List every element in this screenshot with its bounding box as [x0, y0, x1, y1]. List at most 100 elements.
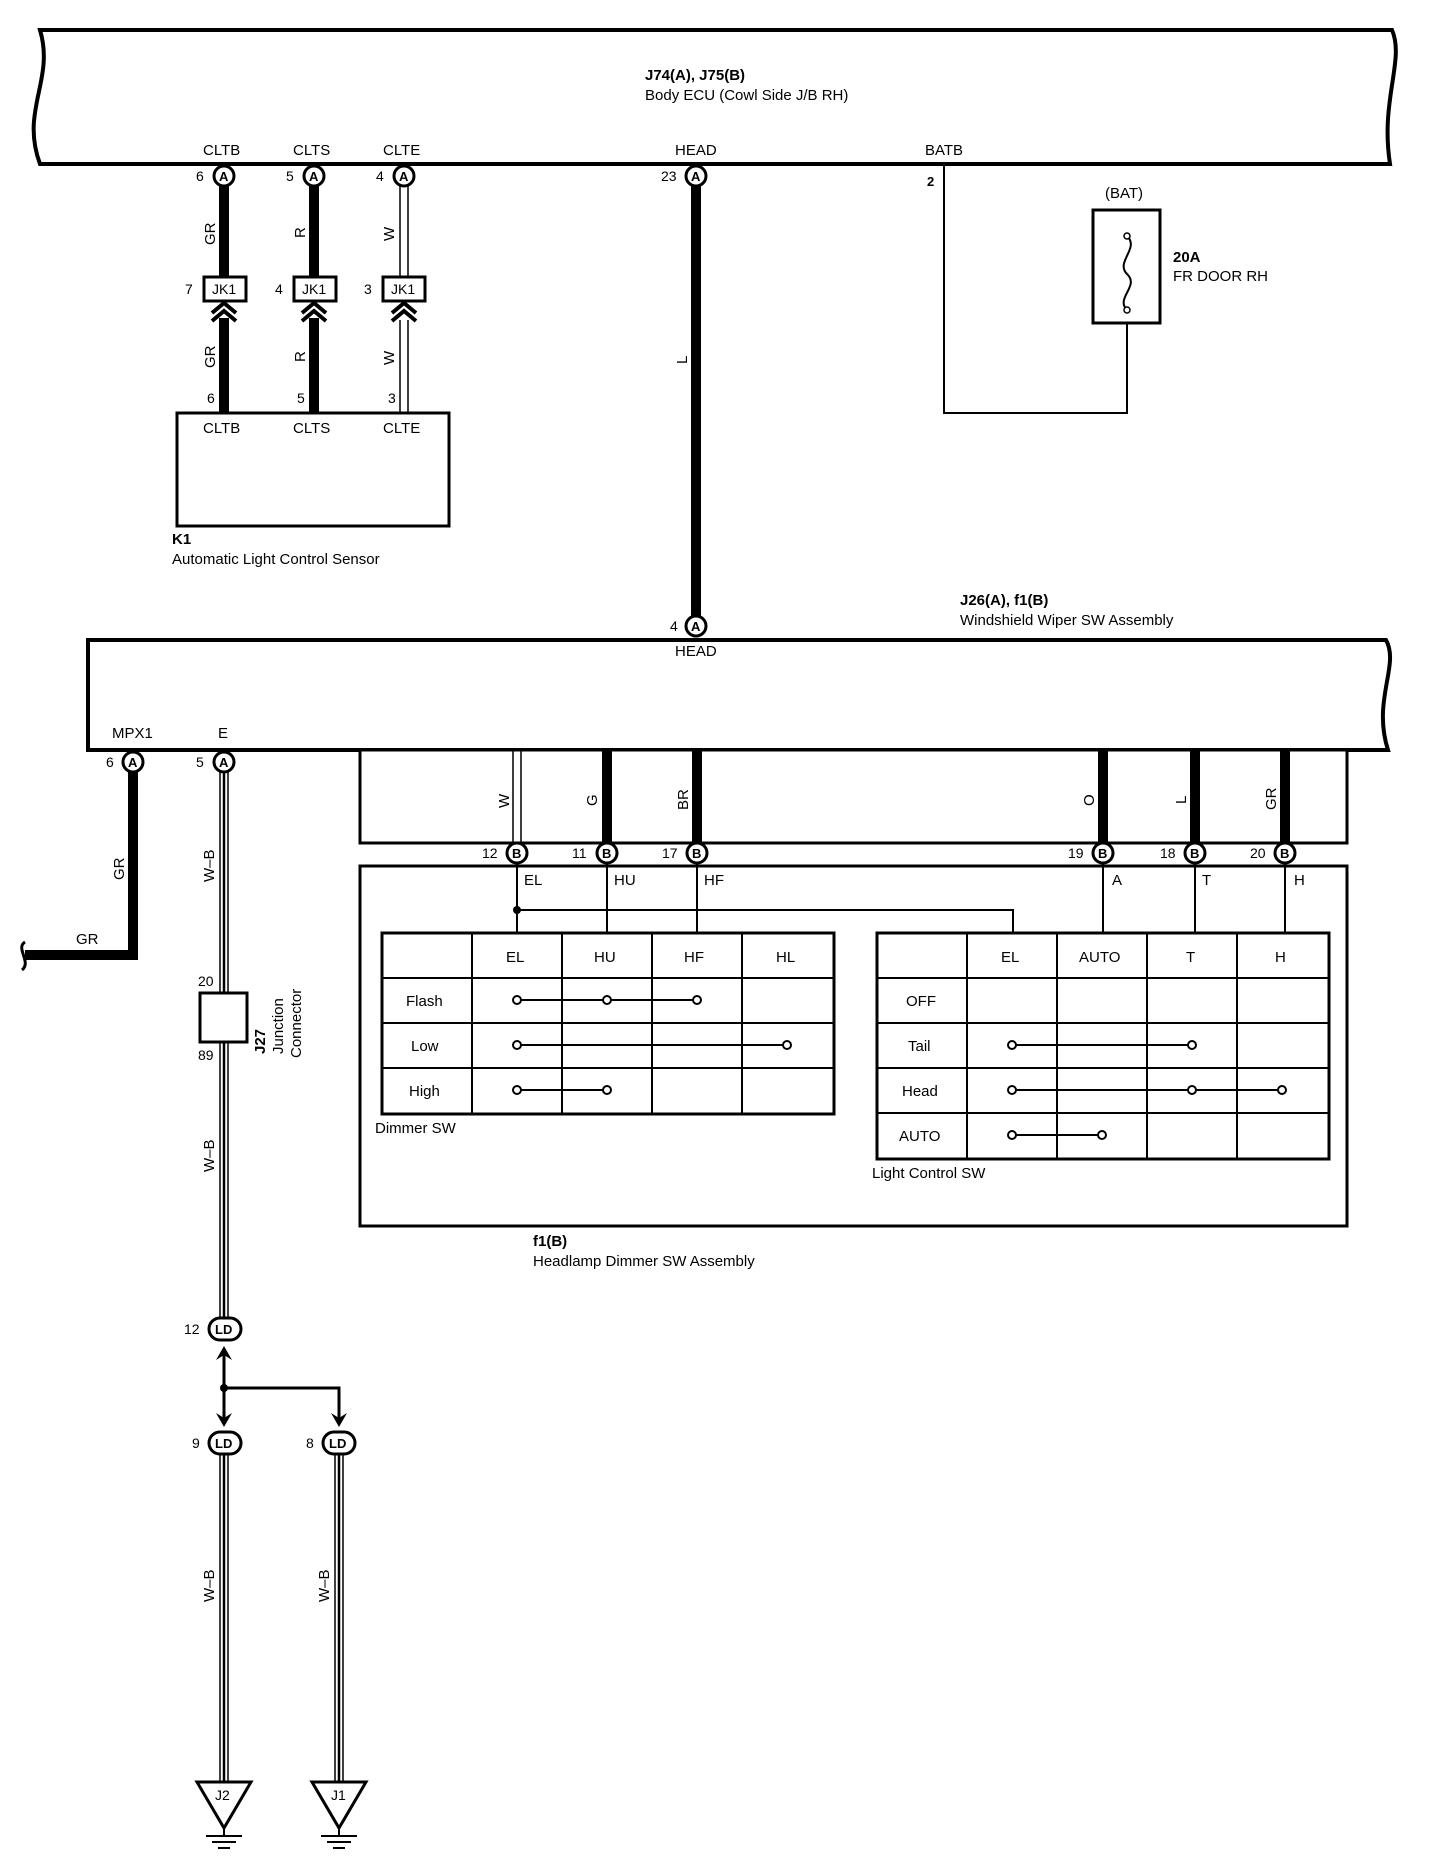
ld-arrow-down-9: [216, 1413, 232, 1427]
svg-text:12: 12: [482, 845, 498, 861]
ecu-pin-batb: 2: [927, 174, 934, 189]
svg-text:6: 6: [196, 168, 204, 184]
batb-fuse-wire: [943, 164, 1128, 414]
svg-text:4: 4: [376, 168, 384, 184]
svg-text:LD: LD: [215, 1436, 232, 1451]
wire-color-wb-mid: W–B: [201, 1139, 218, 1172]
line-label-a: A: [1112, 872, 1122, 889]
wire-color-wb-j1: W–B: [316, 1569, 333, 1602]
svg-text:A: A: [691, 619, 701, 634]
wiper-sw-code: J26(A), f1(B): [960, 592, 1048, 609]
svg-text:11: 11: [572, 845, 587, 861]
wire-wb-j1: [334, 1454, 344, 1782]
svg-text:High: High: [409, 1083, 440, 1100]
svg-text:12: 12: [184, 1321, 200, 1337]
svg-text:4: 4: [275, 281, 283, 297]
svg-text:LD: LD: [215, 1322, 232, 1337]
ld-connector-9: LD 9: [192, 1430, 243, 1456]
sensor-terminal-clts: CLTS: [293, 420, 330, 437]
svg-text:EL: EL: [1001, 949, 1019, 966]
light-control-label: Light Control SW: [872, 1165, 986, 1182]
wire-color-o-b19: O: [1081, 794, 1098, 806]
svg-text:Head: Head: [902, 1083, 938, 1100]
ecu-terminal-clte: CLTE: [383, 142, 420, 159]
svg-text:A: A: [128, 755, 138, 770]
svg-text:J2: J2: [215, 1787, 230, 1803]
fuse-name: FR DOOR RH: [1173, 268, 1268, 285]
ld-arrow-down-8: [331, 1413, 347, 1427]
ecu-terminal-cltb: CLTB: [203, 142, 240, 159]
wire-color-l-b18: L: [1173, 796, 1190, 804]
line-label-el: EL: [524, 872, 542, 889]
svg-text:LD: LD: [329, 1436, 346, 1451]
wiper-pin-e: A 5: [196, 750, 236, 774]
svg-text:Tail: Tail: [908, 1038, 931, 1055]
svg-text:JK1: JK1: [302, 281, 326, 297]
wire-color-l-head: L: [674, 356, 691, 364]
junction-code: J27: [252, 1029, 269, 1054]
wire-color-gr-horizontal: GR: [76, 931, 99, 948]
dimmer-high-contact: [512, 1085, 612, 1095]
svg-text:8: 8: [306, 1435, 314, 1451]
wiper-terminal-mpx1: MPX1: [112, 725, 153, 742]
svg-text:19: 19: [1068, 845, 1084, 861]
ecu-terminal-batb: BATB: [925, 142, 963, 159]
wire-color-gr-upper: GR: [202, 222, 219, 245]
b-pin-18: B 18: [1160, 841, 1207, 865]
jk1-connector-w: JK1 3: [364, 275, 427, 303]
body-ecu-box: [31, 28, 1398, 166]
svg-text:J1: J1: [331, 1787, 346, 1803]
sensor-terminal-clte: CLTE: [383, 420, 420, 437]
wire-color-gr-lower: GR: [202, 345, 219, 368]
light-control-table: EL AUTO T H OFF Tail Head AUTO: [875, 931, 1331, 1161]
light-tail-contact: [1007, 1040, 1197, 1050]
sensor-box: [175, 411, 451, 528]
ecu-terminal-head: HEAD: [675, 142, 717, 159]
chevron-icon: [210, 300, 418, 323]
wiper-sw-box: [86, 638, 1392, 752]
b-connector-strip: [358, 748, 1349, 845]
sensor-terminal-cltb: CLTB: [203, 420, 240, 437]
wire-break-icon: [20, 940, 27, 972]
wiper-pin-mpx1: A 6: [106, 750, 145, 774]
wire-color-gr-mpx1: GR: [111, 857, 128, 880]
svg-text:H: H: [1275, 949, 1286, 966]
svg-text:JK1: JK1: [391, 281, 415, 297]
wire-color-wb-j2: W–B: [201, 1569, 218, 1602]
wiper-terminal-e: E: [218, 725, 228, 742]
svg-text:A: A: [691, 169, 701, 184]
ld-connector-8: LD 8: [306, 1430, 357, 1456]
svg-text:B: B: [1098, 846, 1107, 861]
ecu-pin-cltb: A 6: [196, 164, 236, 188]
jk1-connector-r: JK1 4: [275, 275, 338, 303]
dimmer-assy-code: f1(B): [533, 1233, 567, 1250]
ground-icon-j2: J2: [194, 1780, 254, 1849]
svg-text:JK1: JK1: [212, 281, 236, 297]
junction-pin-bottom: 89: [198, 1047, 214, 1063]
svg-text:B: B: [602, 846, 611, 861]
sensor-pin-r: 5: [297, 390, 305, 406]
wire-wb-j2: [219, 1454, 229, 1782]
svg-text:6: 6: [106, 754, 114, 770]
svg-text:B: B: [692, 846, 701, 861]
svg-text:EL: EL: [506, 949, 524, 966]
svg-text:HU: HU: [594, 949, 616, 966]
wire-color-w-upper: W: [381, 226, 398, 241]
ecu-pin-clts: A 5: [286, 164, 326, 188]
svg-text:A: A: [399, 169, 409, 184]
b-pin-17: B 17: [662, 841, 709, 865]
b-pin-19: B 19: [1068, 841, 1115, 865]
svg-text:20: 20: [1250, 845, 1266, 861]
wire-w-upper: [399, 186, 409, 278]
ecu-pin-head: A 23: [661, 164, 708, 188]
junction-pin-top: 20: [198, 973, 214, 989]
junction-connector: [198, 991, 249, 1044]
line-label-t: T: [1202, 872, 1211, 889]
el-junction-dot: [513, 906, 521, 914]
wire-wb-e: [219, 772, 229, 1318]
wiper-head-label: HEAD: [675, 643, 717, 660]
svg-text:18: 18: [1160, 845, 1176, 861]
svg-text:17: 17: [662, 845, 678, 861]
svg-text:HL: HL: [776, 949, 795, 966]
jk1-connector-gr: JK1 7: [185, 275, 248, 303]
